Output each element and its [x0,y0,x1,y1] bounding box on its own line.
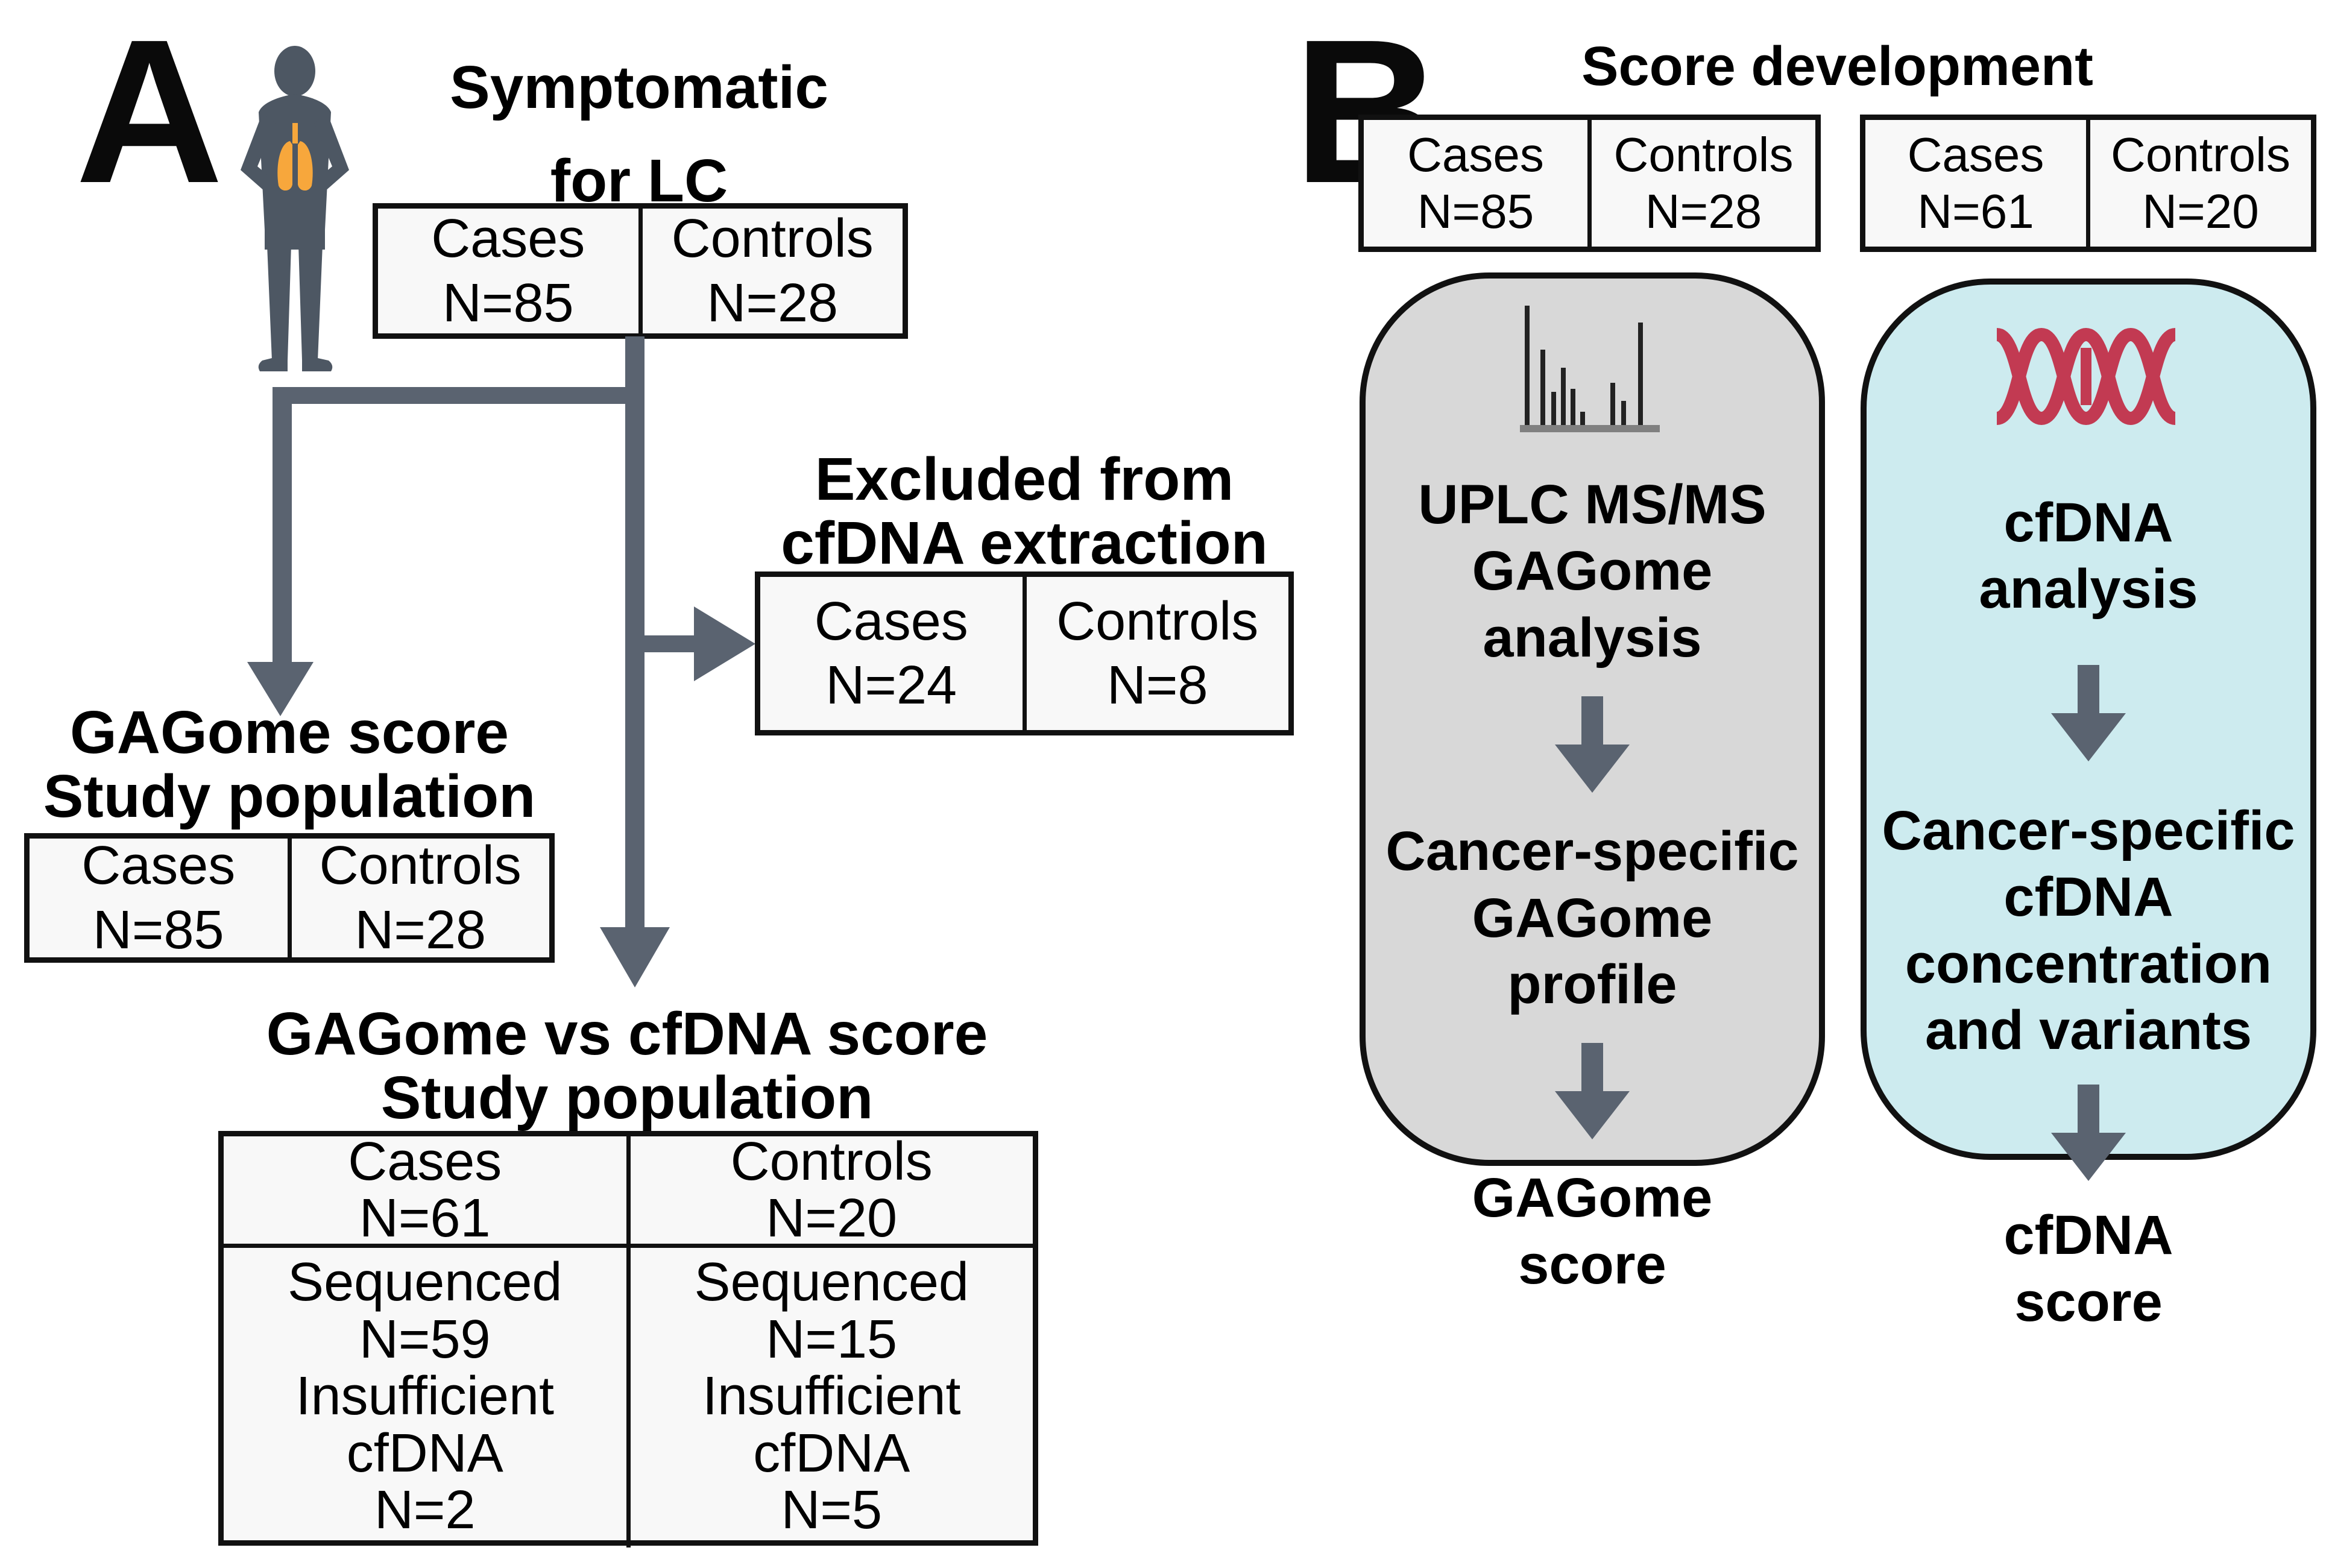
lungs-icon [277,123,313,191]
cfdna-header-cases: Cases N=61 [1907,127,2044,238]
panel-a-label: A [75,0,224,226]
cfdna-flow-panel: cfDNA analysis Cancer-specific cfDNA con… [1861,279,2316,1333]
person-torso [259,94,331,230]
gagome-flow-step2: Cancer-specific GAGome profile [1385,820,1799,1015]
excluded-controls-cell: Controls N=8 [1022,577,1289,730]
person-icon [220,46,374,383]
cfdna-flow-step2: Cancer-specific cfDNA concentration and … [1882,799,2295,1061]
gagome-controls-cell: Controls N=28 [287,836,550,960]
score-development-title: Score development [1581,36,2093,97]
symptomatic-box: Cases N=85 Controls N=28 [373,203,908,339]
left-branch-arrowhead [247,662,314,716]
table-cases-header: Cases N=61 [348,1131,502,1248]
arrow-down-icon [1555,696,1630,793]
main-flow-line [625,336,645,928]
gagome-header-cases: Cases N=85 [1407,127,1544,238]
comparison-table: Cases N=61 Controls N=20 Sequenced N=59 … [218,1131,1038,1548]
person-left-leg [267,245,291,361]
main-flow-arrowhead [600,927,670,987]
gagome-population-title: GAGome score Study population [43,699,536,830]
cfdna-header-controls: Controls N=20 [2086,120,2311,247]
arrow-down-icon [2051,1085,2126,1182]
chromatogram-icon [1520,306,1665,438]
excluded-title: Excluded from cfDNA extraction [781,446,1268,577]
person-pelvis [265,224,325,250]
table-row-details: Sequenced N=59 Insufficient cfDNA N=2 Se… [224,1248,1033,1548]
table-row-counts: Cases N=61 Controls N=20 [224,1131,1033,1248]
excluded-box: Cases N=24 Controls N=8 [755,571,1294,735]
gagome-flow-step1: UPLC MS/MS GAGome analysis [1418,474,1767,669]
arrow-down-icon [2051,664,2126,761]
gagome-flow-step3: GAGome score [1472,1167,1713,1296]
table-controls-header: Controls N=20 [626,1133,1033,1247]
left-branch-line [273,387,292,664]
table-controls-detail: Sequenced N=15 Insufficient cfDNA N=5 [626,1248,1033,1548]
gagome-header-box: Cases N=85 Controls N=28 [1358,115,1821,252]
gagome-cases-cell: Cases N=85 [81,836,236,960]
symptomatic-cases-cell: Cases N=85 [431,209,585,333]
person-left-arm [241,113,280,197]
right-branch-line [645,635,695,652]
branch-bar [273,387,645,404]
gagome-header-controls: Controls N=28 [1587,120,1815,247]
comparison-title: GAGome vs cfDNA score Study population [266,1000,988,1132]
person-head [274,46,315,96]
cfdna-header-box: Cases N=61 Controls N=20 [1860,115,2316,252]
arrow-down-icon [1555,1043,1630,1140]
cfdna-flow-step3: cfDNA score [2003,1204,2173,1333]
person-right-foot [302,358,333,371]
right-branch-arrowhead [694,606,755,681]
person-left-foot [258,358,288,371]
symptomatic-controls-cell: Controls N=28 [638,209,903,333]
person-right-leg [298,245,323,361]
table-cases-detail: Sequenced N=59 Insufficient cfDNA N=2 [288,1252,563,1540]
gagome-flow-panel: UPLC MS/MS GAGome analysis Cancer-specif… [1360,272,1825,1296]
cfdna-flow-step1: cfDNA analysis [1979,492,2198,620]
excluded-cases-cell: Cases N=24 [814,591,968,716]
dna-helix-icon [1992,324,2185,432]
person-right-arm [309,113,349,197]
symptomatic-title: Symptomatic for LC [450,54,828,215]
gagome-population-box: Cases N=85 Controls N=28 [24,833,555,963]
